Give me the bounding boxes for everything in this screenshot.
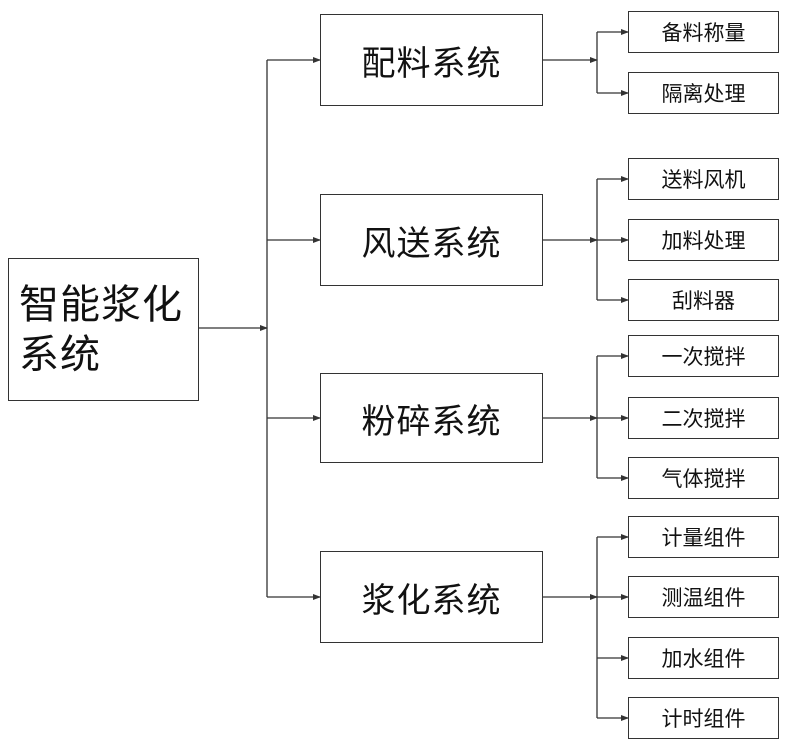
node-label: 浆化系统 bbox=[362, 573, 502, 622]
root-label: 智能浆化系统 bbox=[19, 280, 198, 380]
node-peiliao-system: 配料系统 bbox=[320, 14, 543, 106]
root-node: 智能浆化系统 bbox=[8, 258, 199, 401]
leaf-label: 刮料器 bbox=[672, 285, 735, 315]
leaf-node: 气体搅拌 bbox=[628, 457, 779, 499]
leaf-node: 加料处理 bbox=[628, 219, 779, 261]
leaf-node: 计时组件 bbox=[628, 697, 779, 739]
node-jianghua-system: 浆化系统 bbox=[320, 551, 543, 643]
leaf-label: 一次搅拌 bbox=[662, 341, 746, 371]
node-label: 风送系统 bbox=[362, 216, 502, 265]
leaf-node: 隔离处理 bbox=[628, 72, 779, 114]
leaf-node: 备料称量 bbox=[628, 11, 779, 53]
node-label: 粉碎系统 bbox=[362, 394, 502, 443]
leaf-label: 二次搅拌 bbox=[662, 403, 746, 433]
leaf-node: 送料风机 bbox=[628, 158, 779, 200]
leaf-node: 计量组件 bbox=[628, 516, 779, 558]
leaf-label: 气体搅拌 bbox=[662, 463, 746, 493]
node-fensui-system: 粉碎系统 bbox=[320, 373, 543, 463]
leaf-label: 计量组件 bbox=[662, 522, 746, 552]
leaf-label: 送料风机 bbox=[662, 164, 746, 194]
leaf-node: 刮料器 bbox=[628, 279, 779, 321]
leaf-label: 加水组件 bbox=[662, 643, 746, 673]
leaf-node: 测温组件 bbox=[628, 576, 779, 618]
leaf-node: 二次搅拌 bbox=[628, 397, 779, 439]
leaf-node: 一次搅拌 bbox=[628, 335, 779, 377]
leaf-node: 加水组件 bbox=[628, 637, 779, 679]
node-label: 配料系统 bbox=[362, 36, 502, 85]
leaf-label: 备料称量 bbox=[662, 17, 746, 47]
leaf-label: 加料处理 bbox=[662, 225, 746, 255]
node-fengsong-system: 风送系统 bbox=[320, 194, 543, 286]
leaf-label: 隔离处理 bbox=[662, 78, 746, 108]
leaf-label: 测温组件 bbox=[662, 582, 746, 612]
leaf-label: 计时组件 bbox=[662, 703, 746, 733]
